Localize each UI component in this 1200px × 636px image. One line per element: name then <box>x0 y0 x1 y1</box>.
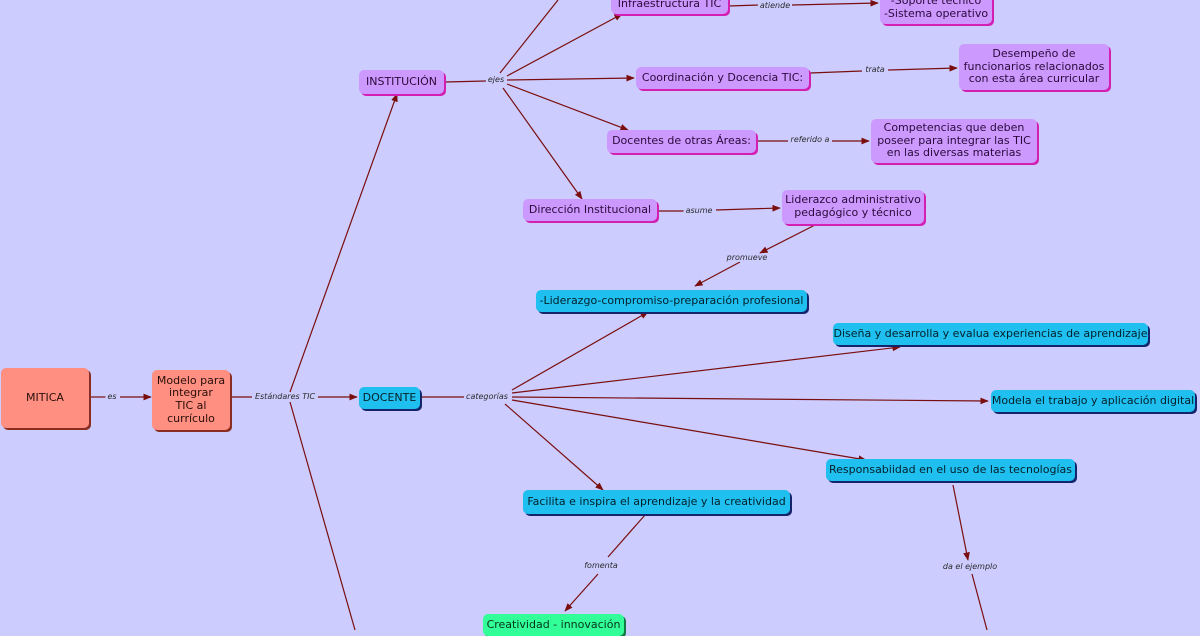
link-ejes-direccion <box>502 87 583 200</box>
link-label-referido: referido a <box>788 135 832 144</box>
link-facilita-fomenta <box>607 514 646 558</box>
link-asume-liderazgo <box>715 204 781 212</box>
link-infra-atiende <box>727 4 760 7</box>
link-fomenta-creatividad <box>564 573 599 612</box>
link-ejes-coordinacion <box>506 74 635 82</box>
link-ejemplo-down <box>971 573 988 630</box>
link-ejes-up <box>499 0 559 74</box>
link-ejes-infraestructura <box>506 13 623 77</box>
link-label-categorias: categorías <box>464 392 510 401</box>
node-direccion-institucional[interactable]: Dirección Institucional <box>523 199 657 221</box>
link-label-atiende: atiende <box>757 1 793 10</box>
link-label-ejemplo: da el ejemplo <box>940 562 1000 571</box>
link-label-promueve: promueve <box>724 253 770 262</box>
link-cat-facilita <box>504 403 604 491</box>
link-label-asume: asume <box>683 206 715 215</box>
link-estandares-down <box>289 401 356 630</box>
node-docente[interactable]: DOCENTE <box>359 387 420 409</box>
link-label-ejes: ejes <box>485 75 507 84</box>
node-disena-desarrolla[interactable]: Diseña y desarrolla y evalua experiencia… <box>833 323 1148 345</box>
link-resp-ejemplo <box>952 484 970 561</box>
node-creatividad-innovacion[interactable]: Creatividad - innovación <box>483 614 624 636</box>
link-promueve-liderazgo-comp <box>694 261 741 287</box>
node-docentes-otras-areas[interactable]: Docentes de otras Áreas: <box>607 130 756 153</box>
link-institucion-ejes <box>444 80 487 83</box>
link-label-trata: trata <box>863 65 887 74</box>
link-label-estandares: Estándares TIC <box>252 392 318 401</box>
node-competencias[interactable]: Competencias que deben poseer para integ… <box>871 119 1037 163</box>
link-label-es: es <box>105 392 119 401</box>
link-cat-disena <box>511 344 901 394</box>
node-modelo-integrar-tic[interactable]: Modelo para integrar TIC al currículo <box>152 370 230 430</box>
node-facilita-inspira[interactable]: Facilita e inspira el aprendizaje y la c… <box>523 490 790 514</box>
node-liderazgo-compromiso[interactable]: -Liderazgo-compromiso-preparación profes… <box>536 290 807 312</box>
node-modela-trabajo[interactable]: Modela el trabajo y aplicación digital <box>991 390 1195 412</box>
link-cat-modela <box>511 396 989 405</box>
node-soporte-tecnico[interactable]: -Soporte técnico -Sistema operativo <box>880 0 992 24</box>
link-label-fomenta: fomenta <box>582 561 620 570</box>
node-institucion[interactable]: INSTITUCIÓN <box>359 70 444 94</box>
link-cat-liderazgo-comp <box>511 311 649 391</box>
node-liderazgo-administrativo[interactable]: Liderazco administrativo pedagógico y té… <box>782 190 924 224</box>
link-liderazgo-promueve <box>759 224 816 254</box>
link-cat-responsabilidad <box>511 399 867 463</box>
node-responsabilidad[interactable]: Responsabiidad en el uso de las tecnolog… <box>826 459 1075 481</box>
node-mitica[interactable]: MITICA <box>1 368 89 428</box>
node-coordinacion-docencia[interactable]: Coordinación y Docencia TIC: <box>636 67 809 89</box>
link-trata-desempeno <box>887 64 958 72</box>
node-desempeno-funcionarios[interactable]: Desempeño de funcionarios relacionados c… <box>959 44 1109 90</box>
link-atiende-soporte <box>791 0 879 7</box>
node-infraestructura-tic[interactable]: Infraestructura TIC <box>611 0 728 14</box>
link-coord-trata <box>809 70 863 74</box>
link-ejes-docentes-otras <box>506 83 629 131</box>
link-estandares-institucion <box>289 93 398 393</box>
